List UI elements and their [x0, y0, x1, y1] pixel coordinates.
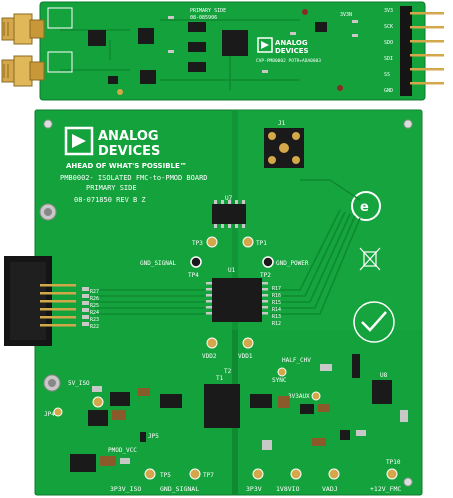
- small-board-main-chip: [222, 30, 248, 56]
- small-board-pmod-header: [400, 6, 444, 96]
- svg-text:R25: R25: [90, 303, 99, 309]
- svg-text:SS: SS: [384, 72, 390, 78]
- small-board-brand: ANALOG: [275, 39, 308, 47]
- 3v3aux-label: 3V3AUX: [288, 393, 310, 400]
- svg-text:e: e: [360, 200, 369, 215]
- svg-text:R23: R23: [90, 317, 99, 323]
- svg-text:GND_POWER: GND_POWER: [276, 260, 309, 267]
- svg-text:R14: R14: [272, 307, 281, 313]
- svg-text:TP1: TP1: [256, 240, 267, 247]
- svg-text:VDD1: VDD1: [238, 353, 253, 360]
- main-board: ANALOG DEVICES AHEAD OF WHAT'S POSSIBLE™…: [4, 109, 423, 496]
- rohs-compliant-icon: [353, 301, 395, 343]
- svg-text:TP5: TP5: [160, 472, 171, 479]
- u7-chip: U7: [212, 195, 246, 228]
- gnd-signal-test-point: GND_SIGNAL TP4: [140, 256, 202, 279]
- gnd-signal-bottom-label: GND_SIGNAL: [160, 485, 199, 493]
- svg-text:TP2: TP2: [260, 272, 271, 279]
- svg-text:R24: R24: [90, 310, 99, 316]
- small-board: PRIMARY SIDE 08-085906 3V3N ANALOG DEVIC…: [1, 1, 444, 101]
- 3p3v-iso-label: 3P3V_ISO: [110, 485, 141, 493]
- svg-text:T2: T2: [224, 368, 232, 375]
- svg-text:U8: U8: [380, 372, 388, 379]
- main-board-tagline: AHEAD OF WHAT'S POSSIBLE™: [66, 162, 187, 170]
- test-point-tp1: TP1: [242, 236, 267, 248]
- 1v8vio-label: 1V8VIO: [276, 485, 300, 493]
- main-board-adi-logo: ANALOG DEVICES: [64, 126, 160, 159]
- small-board-net-label: 3V3N: [340, 12, 352, 18]
- gnd-power-test-point: GND_POWER TP2: [260, 256, 309, 279]
- 5v-iso-label: 5V_ISO: [68, 380, 90, 387]
- pmod-vcc-label: PMOD_VCC: [108, 447, 137, 454]
- svg-text:GND: GND: [384, 88, 393, 94]
- main-board-brand2: DEVICES: [98, 144, 160, 159]
- svg-text:T1: T1: [216, 375, 224, 382]
- isolation-transformer: T1 T2: [204, 368, 240, 428]
- u1-chip: U1: [206, 267, 268, 322]
- vdd2-test-point: VDD2: [202, 337, 218, 360]
- svg-text:R12: R12: [272, 321, 281, 327]
- svg-text:GND_SIGNAL: GND_SIGNAL: [140, 260, 177, 267]
- small-board-brand2: DEVICES: [275, 47, 309, 55]
- svg-text:R15: R15: [272, 300, 281, 306]
- small-board-part-label: CVP-PMB0002 POTR+ADA0003: [256, 58, 321, 64]
- svg-text:J1: J1: [278, 120, 286, 127]
- sync-test-point: SYNC: [272, 367, 287, 384]
- svg-text:U7: U7: [225, 195, 233, 202]
- vdd1-test-point: VDD1: [238, 337, 254, 360]
- j1-connector: J1: [264, 120, 304, 168]
- svg-text:TP7: TP7: [203, 472, 214, 479]
- svg-text:SDI: SDI: [384, 56, 393, 62]
- svg-text:TP3: TP3: [192, 240, 203, 247]
- small-board-adi-logo: ANALOG DEVICES: [257, 37, 309, 55]
- u8-chip: U8: [372, 372, 392, 404]
- svg-text:R16: R16: [272, 293, 281, 299]
- sma-connector-top: [1, 13, 45, 45]
- svg-text:U1: U1: [228, 267, 236, 274]
- svg-text:SCK: SCK: [384, 24, 393, 30]
- bottom-test-points: TP5 TP7 TP10: [144, 459, 401, 480]
- vadj-label: VADJ: [322, 485, 338, 493]
- 3p3v-label: 3P3V: [246, 485, 262, 493]
- svg-text:R22: R22: [90, 324, 99, 330]
- jp4-label: JP4: [44, 411, 55, 418]
- svg-text:3V3: 3V3: [384, 8, 393, 14]
- small-board-id-label: 08-085906: [190, 15, 217, 21]
- svg-text:HALF_CHV: HALF_CHV: [282, 357, 311, 364]
- 12v-fmc-label: +12V_FMC: [370, 485, 401, 493]
- svg-text:SDO: SDO: [384, 40, 393, 46]
- small-board-pin-labels: 3V3 SCK SDO SDI SS GND: [384, 8, 393, 94]
- resistor-array-right: R17 R16 R15 R14 R13 R12: [272, 286, 281, 327]
- main-board-brand: ANALOG: [98, 129, 159, 144]
- main-board-revision: 08-071850 REV B Z: [74, 196, 146, 204]
- svg-text:R13: R13: [272, 314, 281, 320]
- svg-text:SYNC: SYNC: [272, 377, 287, 384]
- svg-text:TP10: TP10: [386, 459, 401, 466]
- fmc-header: [4, 256, 76, 346]
- svg-text:R17: R17: [272, 286, 281, 292]
- svg-text:R26: R26: [90, 296, 99, 302]
- test-point-tp3: TP3: [192, 236, 218, 248]
- weee-bin-icon: [359, 247, 381, 271]
- svg-text:R27: R27: [90, 289, 99, 295]
- half-chv-label: HALF_CHV: [282, 357, 311, 364]
- svg-text:TP4: TP4: [188, 272, 199, 279]
- svg-text:VDD2: VDD2: [202, 353, 217, 360]
- resistor-array-left: R27 R26 R25 R24 R23 R22: [82, 287, 99, 330]
- sma-connector-bottom: [1, 55, 45, 87]
- main-board-title: PMB0002- ISOLATED FMC-to-PMOD BOARD: [60, 174, 208, 182]
- recycle-icon: e: [351, 191, 381, 221]
- signal-traces: [95, 179, 361, 315]
- main-board-side: PRIMARY SIDE: [86, 184, 137, 192]
- small-board-side-label: PRIMARY SIDE: [190, 8, 226, 14]
- jp5-label: JP5: [148, 433, 159, 440]
